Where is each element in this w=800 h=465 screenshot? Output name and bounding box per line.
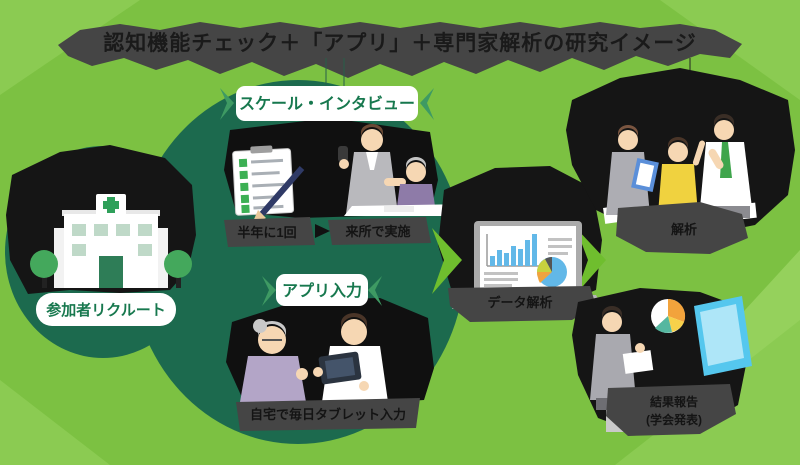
hospital-building-icon: [30, 194, 192, 288]
interview-label-box: [236, 86, 418, 121]
interview-label: スケール・インタビュー: [239, 95, 415, 113]
report-papers: [622, 350, 654, 374]
data-caption: データ解析: [487, 295, 552, 310]
cycle-chevron-icon: [420, 88, 434, 120]
pie-chart-icon: [536, 257, 567, 287]
hospital-door: [99, 256, 123, 288]
hospital-wing-left: [54, 228, 64, 288]
caption-blob: [616, 202, 748, 254]
analysis-caption: 解析: [670, 222, 697, 237]
hospital-wing-right: [158, 228, 168, 288]
cycle-chevron-icon: [262, 276, 276, 306]
hospital-window: [138, 244, 152, 256]
elderly-app-user-figure: [240, 319, 308, 402]
title-blob: [58, 22, 742, 78]
bar-chart-icon: [486, 234, 540, 267]
hospital-window: [94, 224, 108, 236]
app-input-illustration: [226, 298, 434, 406]
hospital-window: [72, 224, 86, 236]
projection-screen-icon: [694, 296, 752, 376]
recruit-label: 参加者リクルート: [46, 301, 166, 319]
app-label-box: [276, 274, 368, 306]
necktie: [720, 142, 732, 178]
app-caption: 自宅で毎日タブレット入力: [250, 407, 406, 422]
presenter-illustration: [590, 296, 752, 432]
caption-blob: [448, 286, 596, 322]
hospital-window: [116, 224, 130, 236]
hospital-window: [138, 224, 152, 236]
result-pie-chart-icon: [651, 298, 686, 333]
flow-arrow-icon: [576, 228, 606, 294]
caption-blob: [224, 217, 315, 247]
nurse-with-tablet-figure: [313, 313, 388, 402]
meeting-woman-clipboard-figure: [606, 125, 659, 215]
checklist-clipboard-icon: [232, 145, 295, 216]
cycle-chevron-icon: [368, 276, 382, 306]
medical-cross-icon: [103, 197, 119, 213]
interview-caption-left: 半年に1回: [237, 225, 296, 240]
tree-icon: [164, 250, 192, 288]
flow-arrow-icon: [432, 228, 462, 294]
interview-illustration: [224, 118, 476, 224]
caption-blob: [236, 398, 420, 431]
caption-blob: [328, 217, 431, 245]
facet-bottom-left: [0, 380, 110, 465]
interview-papers: [384, 206, 414, 212]
report-text-lines: [484, 238, 572, 287]
diagram-title: 認知機能チェック＋「アプリ」＋専門家解析の研究イメージ: [103, 31, 697, 55]
interview-caption-right: 来所で実施: [344, 224, 410, 239]
raised-hand: [692, 140, 706, 166]
report-caption-line2: (学会発表): [646, 412, 702, 427]
tree-icon: [30, 250, 58, 288]
recruit-label-box: [36, 293, 176, 326]
caption-arrow-icon: [315, 224, 330, 238]
app-label: アプリ入力: [282, 281, 362, 300]
cycle-chevron-icon: [220, 88, 234, 120]
interviewer-figure: [338, 124, 406, 214]
caption-blob: [606, 384, 736, 436]
report-caption-line1: 結果報告: [650, 394, 698, 409]
hospital-window: [72, 244, 86, 256]
